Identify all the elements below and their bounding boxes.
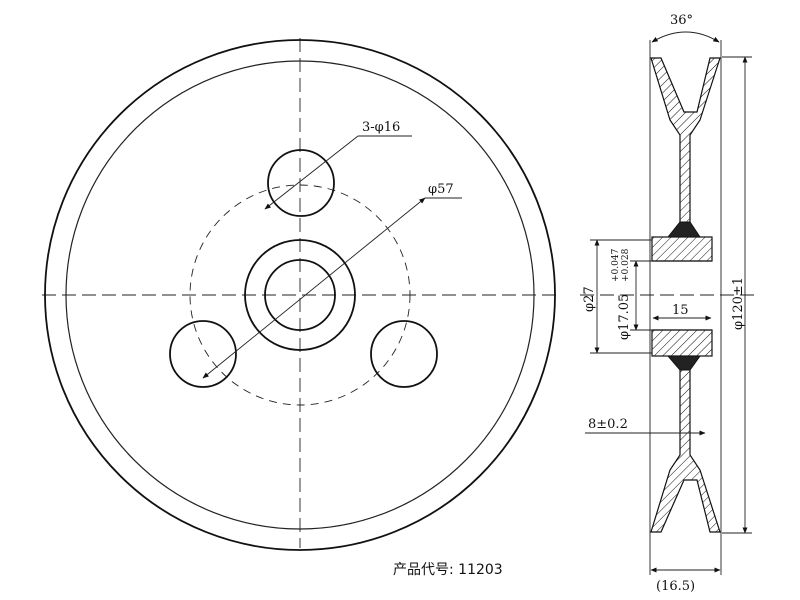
- hole-leader: [264, 135, 359, 210]
- inner-rim: [65, 60, 535, 530]
- product-code: 产品代号: 11203: [393, 562, 503, 578]
- hub-diameter-label: φ27: [582, 286, 597, 312]
- total-width-label: (16.5): [656, 579, 695, 594]
- bore-diameter-label: φ17.05: [617, 294, 632, 340]
- weld-top: [666, 221, 701, 238]
- pcd-leader: [202, 197, 426, 379]
- pcd-callout: φ57: [428, 182, 454, 197]
- top-flange: [650, 57, 721, 226]
- hub-circle: [244, 239, 356, 351]
- groove-angle-arc: [651, 31, 720, 43]
- section-view: 36° φ120±1 φ27 φ17.05 +0.047 +0.028 15 8…: [580, 13, 760, 594]
- weld-bottom: [666, 355, 701, 371]
- front-view: 3-φ16 φ57: [42, 38, 560, 551]
- bolt-hole-top: [267, 149, 335, 217]
- hub-bottom: [651, 329, 713, 357]
- groove-angle-label: 36°: [670, 13, 693, 28]
- hub-length-label: 15: [672, 303, 689, 318]
- outer-rim: [44, 39, 556, 551]
- outer-diameter-label: φ120±1: [731, 277, 746, 330]
- bolt-hole-left: [169, 320, 237, 388]
- web-thickness-label: 8±0.2: [588, 417, 628, 432]
- bore-tolerance-lower: +0.028: [621, 248, 631, 282]
- bolt-hole-right: [370, 320, 438, 388]
- bottom-flange: [650, 364, 721, 533]
- hole-callout: 3-φ16: [362, 120, 400, 135]
- bore-tolerance-upper: +0.047: [611, 248, 621, 282]
- hub-top: [651, 236, 713, 262]
